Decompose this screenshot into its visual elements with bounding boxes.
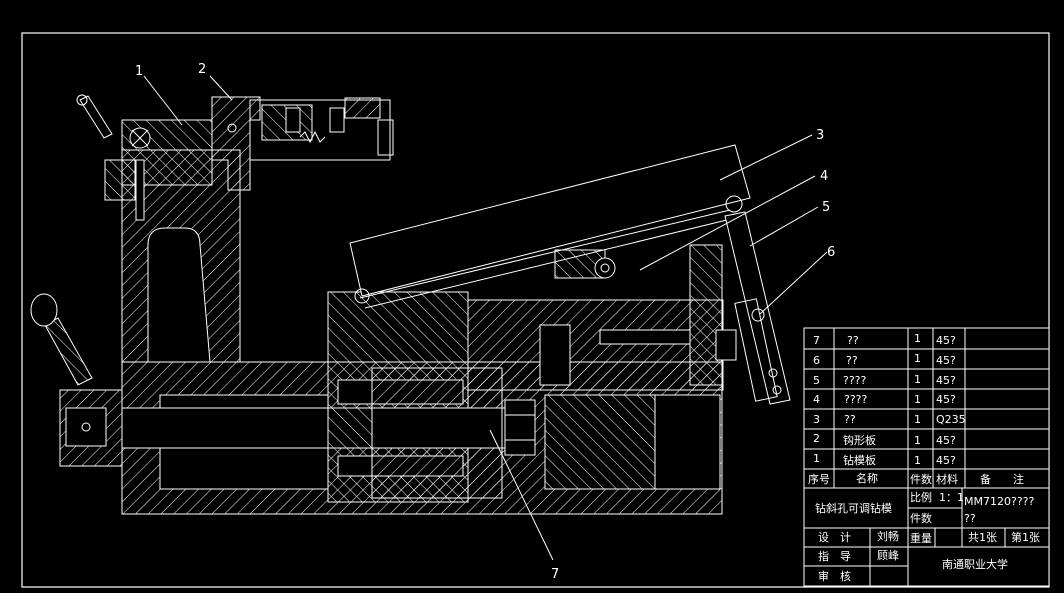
row-4-qty: 1 (914, 393, 921, 406)
callout-3: 3 (816, 128, 824, 143)
review-label: 审 核 (818, 569, 851, 583)
header-name: 名称 (856, 471, 878, 485)
callout-1: 1 (135, 64, 143, 79)
row-4-name: ???? (844, 393, 868, 406)
header-qty: 件数 (910, 473, 932, 486)
row-1-name: 钻模板 (843, 453, 876, 467)
guide-name: 顾峰 (877, 549, 899, 562)
row-7-material: 45? (936, 334, 956, 347)
drawing-code-2: ?? (964, 512, 976, 525)
leader-lines (143, 75, 828, 561)
school-name: 南通职业大学 (942, 557, 1008, 571)
row-7-no: 7 (813, 334, 820, 347)
callout-4: 4 (820, 169, 828, 184)
row-1-no: 1 (813, 452, 820, 465)
callout-2: 2 (198, 62, 206, 77)
row-5-no: 5 (813, 374, 820, 387)
weight-label: 重量 (910, 531, 932, 545)
scale-label: 比例 (910, 490, 932, 504)
header-material: 材料 (936, 472, 958, 486)
sheet-number: 第1张 (1011, 530, 1040, 544)
callout-7: 7 (551, 567, 559, 582)
callout-5: 5 (822, 200, 830, 215)
row-6-material: 45? (936, 354, 956, 367)
row-3-material: Q235 (936, 413, 966, 426)
row-4-material: 45? (936, 393, 956, 406)
scale-value: 1：1 (939, 491, 964, 504)
row-3-name: ?? (844, 413, 856, 426)
row-2-no: 2 (813, 432, 820, 445)
title-block: 7 ?? 1 45? 6 ?? 1 45? 5 ???? 1 45? 4 ???… (803, 327, 1050, 587)
row-5-qty: 1 (914, 373, 921, 386)
drawing-title: 钻斜孔可调钻模 (815, 501, 892, 515)
link-arm (724, 211, 791, 405)
designer-name: 刘畅 (877, 529, 899, 543)
callout-6: 6 (827, 245, 835, 260)
sheets-total: 共1张 (968, 531, 997, 544)
row-3-qty: 1 (914, 413, 921, 426)
drawing-frame (21, 32, 1050, 588)
row-6-qty: 1 (914, 352, 921, 365)
row-5-material: 45? (936, 374, 956, 387)
drawing-code-1: MM7120???? (964, 495, 1034, 508)
design-label: 设 计 (818, 531, 851, 544)
qty-label: 件数 (910, 512, 932, 525)
row-6-no: 6 (813, 354, 820, 367)
row-1-qty: 1 (914, 454, 921, 467)
row-6-name: ?? (846, 354, 858, 367)
fixture-assembly (30, 94, 791, 515)
row-4-no: 4 (813, 393, 820, 406)
incline-plate (349, 144, 751, 297)
row-5-name: ???? (843, 374, 867, 387)
header-remark: 备 注 (980, 472, 1024, 486)
guide-label: 指 导 (818, 549, 851, 563)
row-3-no: 3 (813, 413, 820, 426)
row-2-material: 45? (936, 434, 956, 447)
row-2-name: 钩形板 (843, 433, 876, 447)
row-7-qty: 1 (914, 332, 921, 345)
row-7-name: ?? (847, 334, 859, 347)
header-no: 序号 (808, 472, 830, 486)
row-2-qty: 1 (914, 434, 921, 447)
row-1-material: 45? (936, 454, 956, 467)
callouts: 1 2 3 4 5 6 7 (135, 62, 835, 582)
